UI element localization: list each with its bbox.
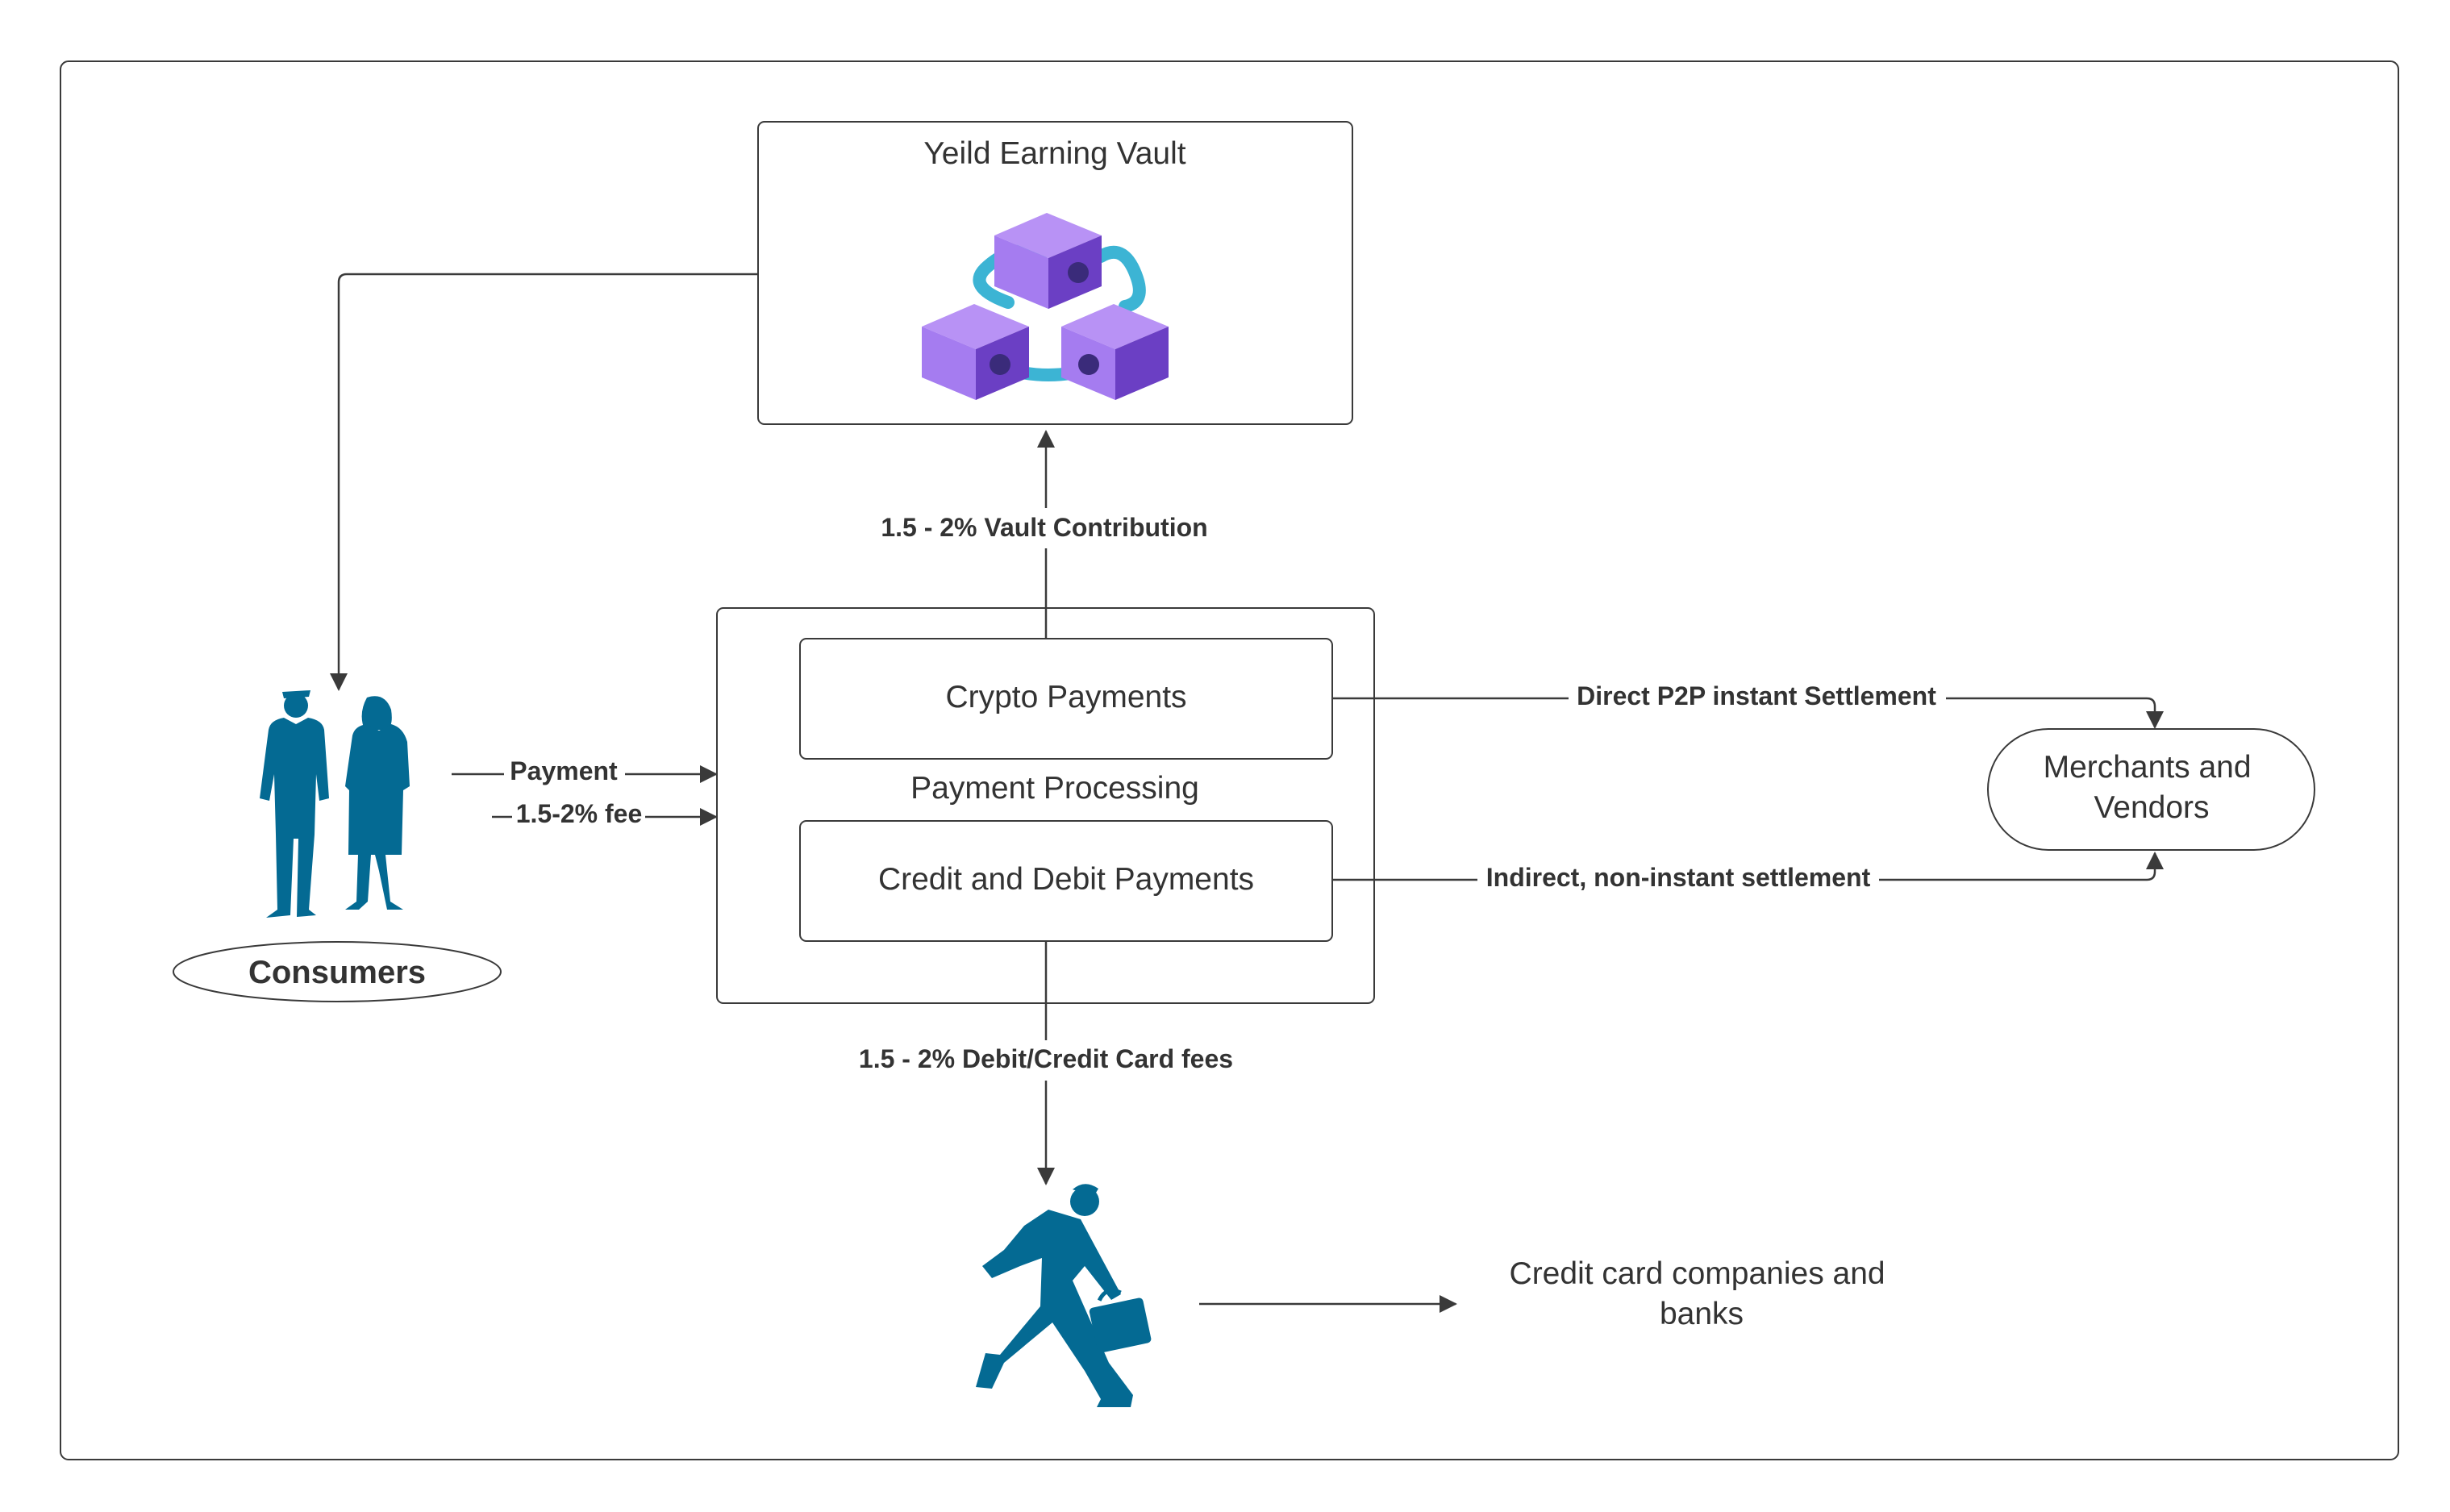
edge-p2p [1332, 697, 2164, 729]
blockchain-cubes-icon [922, 213, 1169, 400]
vault-title: Yeild Earning Vault [923, 136, 1185, 171]
banks-title: Credit card companies and banks [1510, 1256, 1894, 1331]
vault-node[interactable]: Yeild Earning Vault [757, 121, 1353, 425]
running-businessman-icon [976, 1184, 1152, 1407]
edge-indirect [1332, 852, 2164, 881]
merchants-title: Merchants and Vendors [2044, 750, 2260, 825]
card-fees-label: 1.5 - 2% Debit/Credit Card fees [859, 1044, 1233, 1073]
indirect-settlement-label: Indirect, non-instant settlement [1486, 863, 1871, 892]
p2p-settlement-label: Direct P2P instant Settlement [1577, 681, 1936, 710]
payment-label: Payment [510, 756, 618, 785]
diagram-frame [60, 60, 2399, 1460]
edge-vault-to-consumers [330, 273, 758, 691]
merchants-node[interactable]: Merchants and Vendors [1987, 728, 2315, 851]
consumers-icon [260, 690, 410, 918]
payment-processing-node[interactable]: Payment Processing [716, 607, 1375, 1004]
crypto-payments-title: Crypto Payments [945, 680, 1186, 714]
fee-label: 1.5-2% fee [516, 799, 643, 828]
card-payments-title: Credit and Debit Payments [878, 862, 1254, 897]
consumers-node[interactable]: Consumers [173, 690, 502, 1002]
crypto-payments-node[interactable]: Crypto Payments [799, 638, 1333, 760]
consumers-title: Consumers [248, 955, 426, 990]
payment-processing-title: Payment Processing [910, 771, 1199, 806]
banks-node[interactable]: Credit card companies and banks [976, 1184, 1894, 1407]
card-payments-node[interactable]: Credit and Debit Payments [799, 820, 1333, 942]
vault-contribution-label: 1.5 - 2% Vault Contribution [881, 513, 1207, 542]
